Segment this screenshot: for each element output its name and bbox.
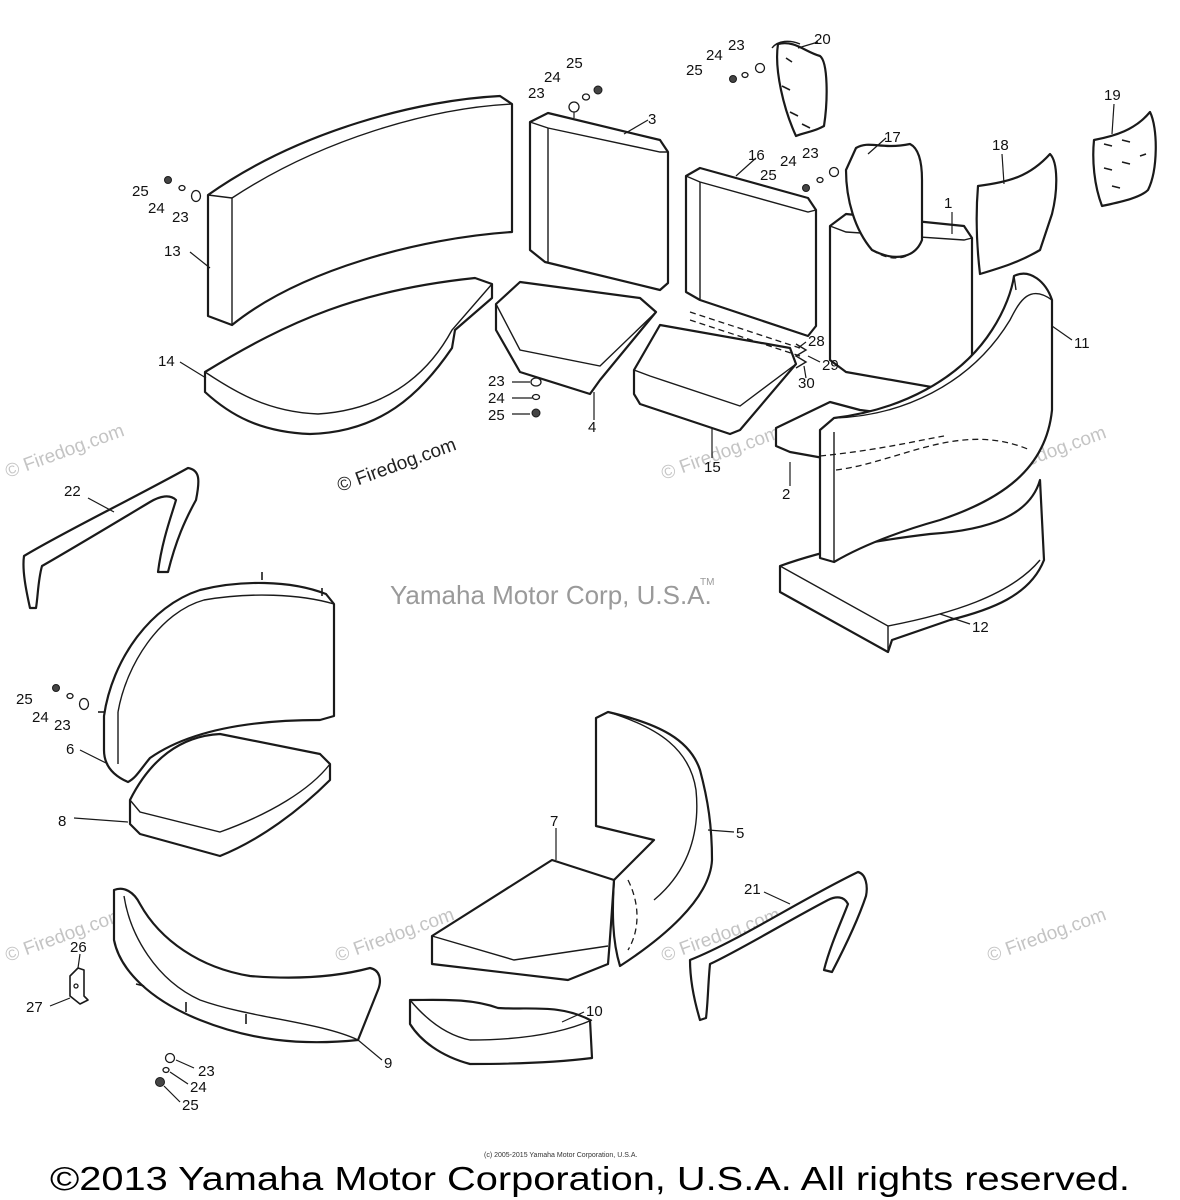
callout-labels: 1 2 3 4 5 6 7 8 9 10 11 12 13 14 15 16 1… bbox=[26, 31, 1121, 1072]
callout-24: 24 bbox=[544, 69, 561, 86]
callout-18: 18 bbox=[992, 137, 1009, 154]
part-21-arch-trim bbox=[688, 870, 868, 1022]
watermark-firedog-4: © Firedog.com bbox=[3, 904, 128, 966]
callout-5: 5 bbox=[736, 825, 744, 842]
hardware-callouts: 25 24 23 23 24 25 25 24 23 23 24 25 23 2… bbox=[16, 37, 819, 1114]
callout-23: 23 bbox=[528, 85, 545, 102]
callout-23: 23 bbox=[802, 145, 819, 162]
fine-print: (c) 2005-2015 Yamaha Motor Corporation, … bbox=[484, 1152, 637, 1159]
watermark-firedog-1: © Firedog.com bbox=[3, 420, 128, 482]
callout-6: 6 bbox=[66, 741, 74, 758]
part-9-curved-front bbox=[112, 887, 381, 1044]
hardware-group-top-center bbox=[568, 85, 603, 118]
callout-25: 25 bbox=[760, 167, 777, 184]
watermark-tm: TM bbox=[700, 577, 714, 588]
callout-19: 19 bbox=[1104, 87, 1121, 104]
callout-23: 23 bbox=[198, 1063, 215, 1080]
watermark-firedog-dark: © Firedog.com bbox=[335, 434, 460, 496]
callout-29: 29 bbox=[822, 357, 839, 374]
callout-25: 25 bbox=[182, 1097, 199, 1114]
callout-24: 24 bbox=[32, 709, 49, 726]
callout-16: 16 bbox=[748, 147, 765, 164]
hardware-group-top-right bbox=[729, 62, 766, 83]
callout-23: 23 bbox=[488, 373, 505, 390]
callout-25: 25 bbox=[132, 183, 149, 200]
part-10-wedge-cushion bbox=[408, 998, 594, 1066]
callout-23: 23 bbox=[172, 209, 189, 226]
callout-12: 12 bbox=[972, 619, 989, 636]
callout-7: 7 bbox=[550, 813, 558, 830]
callout-3: 3 bbox=[648, 111, 656, 128]
callout-24: 24 bbox=[780, 153, 797, 170]
copyright-notice: ©2013 Yamaha Motor Corporation, U.S.A. A… bbox=[50, 1160, 1130, 1197]
callout-15: 15 bbox=[704, 459, 721, 476]
part-22-arch-trim bbox=[22, 466, 200, 610]
part-20-side-panel bbox=[771, 40, 828, 138]
callout-24: 24 bbox=[706, 47, 723, 64]
part-3-back-cushion bbox=[528, 111, 670, 292]
callout-24: 24 bbox=[190, 1079, 207, 1096]
part-28-30-pins bbox=[689, 311, 808, 369]
hardware-group-9 bbox=[155, 1052, 176, 1087]
callout-27: 27 bbox=[26, 999, 43, 1016]
part-7-seat-cushion bbox=[430, 858, 616, 982]
part-5-curved-backrest bbox=[594, 710, 714, 968]
callout-25: 25 bbox=[488, 407, 505, 424]
part-8-seat-cushion bbox=[128, 732, 332, 858]
callout-8: 8 bbox=[58, 813, 66, 830]
callout-22: 22 bbox=[64, 483, 81, 500]
callout-25: 25 bbox=[16, 691, 33, 708]
leader-lines bbox=[49, 41, 1115, 1103]
callout-28: 28 bbox=[808, 333, 825, 350]
callout-11: 11 bbox=[1074, 335, 1090, 352]
watermark-firedog-7: © Firedog.com bbox=[985, 904, 1110, 966]
callout-24: 24 bbox=[148, 200, 165, 217]
part-6-curved-backrest bbox=[98, 572, 336, 784]
callout-23: 23 bbox=[728, 37, 745, 54]
callout-9: 9 bbox=[384, 1055, 392, 1072]
part-17-side-panel bbox=[844, 142, 924, 259]
part-16-back-cushion bbox=[684, 166, 818, 338]
part-26-bracket bbox=[69, 967, 89, 1005]
part-4-seat-cushion bbox=[494, 280, 658, 396]
callout-26: 26 bbox=[70, 939, 87, 956]
callout-24: 24 bbox=[488, 390, 505, 407]
part-15-seat-cushion bbox=[632, 323, 798, 436]
hardware-group-6 bbox=[52, 684, 90, 711]
hardware-group-left-13 bbox=[164, 176, 202, 203]
part-18-side-panel bbox=[975, 152, 1058, 276]
callout-23: 23 bbox=[54, 717, 71, 734]
callout-20: 20 bbox=[814, 31, 831, 48]
callout-25: 25 bbox=[686, 62, 703, 79]
callout-4: 4 bbox=[588, 419, 596, 436]
hardware-group-4 bbox=[530, 377, 542, 418]
callout-1: 1 bbox=[944, 195, 952, 212]
callout-17: 17 bbox=[884, 129, 901, 146]
callout-13: 13 bbox=[164, 243, 181, 260]
callout-30: 30 bbox=[798, 375, 815, 392]
callout-21: 21 bbox=[744, 881, 761, 898]
callout-25: 25 bbox=[566, 55, 583, 72]
hardware-group-16 bbox=[802, 166, 840, 192]
callout-10: 10 bbox=[586, 1003, 603, 1020]
callout-2: 2 bbox=[782, 486, 790, 503]
part-14-seat-base bbox=[203, 276, 494, 436]
watermark-yamaha: Yamaha Motor Corp, U.S.A. bbox=[390, 580, 712, 610]
callout-14: 14 bbox=[158, 353, 175, 370]
part-11-curved-side bbox=[818, 272, 1054, 564]
part-13-curved-backrest bbox=[206, 94, 514, 327]
part-19-side-panel bbox=[1092, 110, 1157, 208]
